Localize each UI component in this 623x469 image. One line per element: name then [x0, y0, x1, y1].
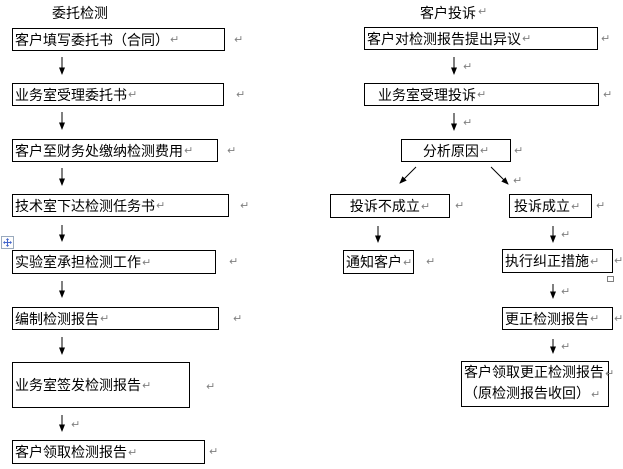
- node-complaint-invalid[interactable]: 投诉不成立↵: [330, 194, 450, 218]
- return-mark-icon: ↵: [561, 285, 571, 298]
- node-label: 投诉成立: [514, 199, 570, 215]
- node-label: 客户填写委托书（合同）: [15, 32, 169, 49]
- return-mark-icon: ↵: [240, 199, 250, 212]
- node-compile-report[interactable]: 编制检测报告↵: [12, 307, 219, 330]
- return-mark-icon: ↵: [614, 312, 623, 325]
- return-mark-icon: ↵: [227, 144, 237, 157]
- return-mark-icon: ↵: [571, 199, 581, 213]
- return-mark-icon: ↵: [590, 312, 600, 325]
- node-pay-test-fee[interactable]: 客户至财务处缴纳检测费用↵: [12, 139, 218, 162]
- return-mark-icon: ↵: [455, 199, 465, 212]
- node-issue-task-order[interactable]: 技术室下达检测任务书↵: [12, 194, 229, 217]
- node-label: 业务室受理投诉: [378, 87, 476, 104]
- node-sign-report[interactable]: 业务室签发检测报告↵: [12, 362, 190, 408]
- right-flow-title[interactable]: 客户投诉: [420, 6, 476, 22]
- return-mark-icon: ↵: [156, 199, 166, 212]
- return-mark-icon: ↵: [514, 144, 524, 157]
- node-complaint-valid[interactable]: 投诉成立↵: [509, 194, 592, 218]
- return-mark-icon: ↵: [601, 32, 611, 45]
- return-mark-icon: ↵: [614, 254, 623, 267]
- node-lab-testing[interactable]: 实验室承担检测工作↵: [12, 250, 216, 274]
- left-flow-title[interactable]: 委托检测: [52, 6, 108, 22]
- object-anchor-square[interactable]: [607, 276, 614, 282]
- arrow-branch-valid[interactable]: [490, 166, 509, 185]
- arrow-branch-invalid[interactable]: [399, 166, 417, 184]
- node-raise-objection[interactable]: 客户对检测报告提出异议↵: [364, 27, 598, 50]
- return-mark-icon: ↵: [596, 199, 606, 212]
- node-label: 通知客户: [346, 255, 402, 271]
- return-mark-icon: ↵: [209, 445, 219, 458]
- return-mark-icon: ↵: [479, 144, 490, 157]
- return-mark-icon: ↵: [184, 144, 194, 157]
- node-label: 实验室承担检测工作: [15, 255, 141, 271]
- node-label: 客户领取检测报告: [15, 445, 127, 461]
- return-mark-icon: ↵: [513, 174, 523, 187]
- node-label: 编制检测报告: [15, 311, 99, 328]
- return-mark-icon: ↵: [128, 88, 138, 101]
- node-collect-corrected-report[interactable]: 客户领取更正检测报告↵ （原检测报告收回）↵: [461, 361, 614, 407]
- node-label: 技术室下达检测任务书: [15, 198, 155, 215]
- object-move-handle[interactable]: [1, 236, 14, 249]
- return-mark-icon: ↵: [234, 33, 244, 46]
- return-mark-icon: ↵: [236, 88, 246, 101]
- node-notify-customer[interactable]: 通知客户↵: [343, 250, 414, 274]
- node-correct-report[interactable]: 更正检测报告↵: [502, 307, 613, 330]
- node-label: 客户对检测报告提出异议: [367, 31, 521, 48]
- return-mark-icon: ↵: [233, 312, 243, 325]
- return-mark-icon: ↵: [603, 88, 613, 101]
- node-label: 执行纠正措施: [505, 254, 589, 270]
- return-mark-icon: ↵: [142, 255, 152, 269]
- node-label: 更正检测报告: [505, 311, 589, 328]
- node-label: 业务室受理委托书: [15, 87, 127, 104]
- return-mark-icon: ↵: [100, 312, 110, 325]
- return-mark-icon: ↵: [463, 116, 473, 129]
- return-mark-icon: ↵: [426, 255, 436, 268]
- node-label: 投诉不成立: [349, 199, 420, 215]
- return-mark-icon: ↵: [170, 33, 180, 46]
- return-mark-icon: ↵: [605, 367, 615, 380]
- move-arrows-icon: [3, 238, 12, 247]
- return-mark-icon: ↵: [71, 418, 81, 431]
- node-office-accept-complaint[interactable]: 业务室受理投诉↵: [364, 83, 599, 106]
- return-mark-icon: ↵: [229, 255, 239, 268]
- node-corrective-action[interactable]: 执行纠正措施↵: [502, 249, 613, 273]
- node-label: 客户至财务处缴纳检测费用: [15, 143, 183, 160]
- node-label: 客户领取更正检测报告: [464, 365, 604, 381]
- return-mark-icon: ↵: [463, 60, 473, 73]
- return-mark-icon: ↵: [206, 380, 216, 393]
- return-mark-icon: ↵: [477, 88, 487, 101]
- return-mark-icon: ↵: [561, 340, 571, 353]
- return-mark-icon: ↵: [561, 228, 571, 241]
- node-label: 业务室签发检测报告: [15, 378, 141, 394]
- return-mark-icon: ↵: [420, 199, 431, 213]
- return-mark-icon: ↵: [128, 445, 138, 459]
- node-analyze-cause[interactable]: 分析原因↵: [401, 139, 511, 162]
- node-line: （原检测报告收回）↵: [464, 384, 600, 405]
- return-mark-icon: ↵: [590, 254, 600, 268]
- node-label: （原检测报告收回）: [464, 386, 590, 402]
- return-mark-icon: ↵: [142, 378, 152, 392]
- node-collect-report[interactable]: 客户领取检测报告↵: [12, 440, 205, 464]
- return-mark-icon: ↵: [591, 388, 601, 401]
- node-label: 分析原因: [422, 143, 479, 160]
- return-mark-icon: ↵: [403, 255, 413, 269]
- node-office-accept-entrust[interactable]: 业务室受理委托书↵: [12, 83, 224, 106]
- node-fill-entrust-form[interactable]: 客户填写委托书（合同）↵: [12, 28, 225, 51]
- return-mark-icon: ↵: [522, 32, 532, 45]
- return-mark-icon: ↵: [478, 5, 488, 18]
- node-line: 客户领取更正检测报告↵: [464, 363, 614, 384]
